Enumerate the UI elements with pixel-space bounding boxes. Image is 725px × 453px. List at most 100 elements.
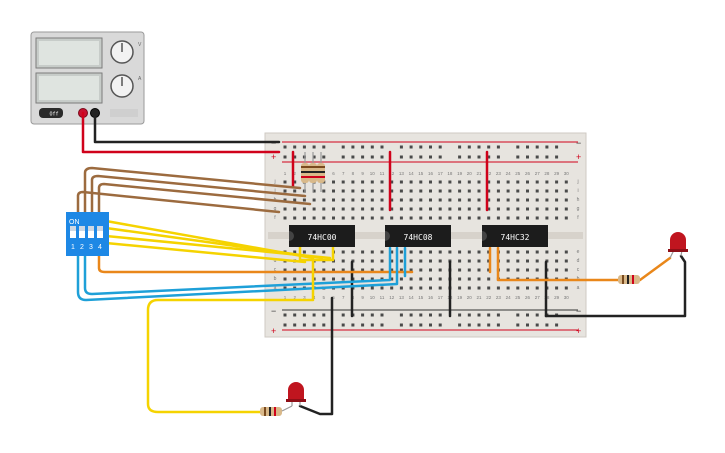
rail-hole[interactable] (496, 145, 500, 149)
hole[interactable] (399, 268, 403, 272)
chip-74hc32[interactable]: 74HC32 (482, 225, 548, 247)
rail-hole[interactable] (535, 155, 539, 159)
hole[interactable] (467, 268, 471, 272)
hole[interactable] (516, 189, 520, 193)
hole[interactable] (526, 207, 529, 211)
hole[interactable] (361, 277, 365, 281)
hole[interactable] (302, 198, 306, 202)
hole[interactable] (564, 268, 568, 272)
rail-hole[interactable] (312, 323, 316, 327)
hole[interactable] (341, 259, 345, 263)
hole[interactable] (419, 180, 423, 184)
wire-orange-1[interactable] (97, 254, 414, 274)
hole[interactable] (487, 277, 491, 281)
hole[interactable] (555, 198, 559, 202)
rail-hole[interactable] (429, 145, 432, 149)
hole[interactable] (370, 180, 374, 184)
hole[interactable] (341, 250, 345, 254)
hole[interactable] (419, 216, 423, 220)
wire-yellow-3[interactable] (104, 234, 332, 260)
rail-hole[interactable] (409, 145, 413, 149)
hole[interactable] (545, 250, 549, 254)
hole[interactable] (399, 259, 403, 263)
rail-hole[interactable] (361, 145, 365, 149)
rail-hole[interactable] (380, 323, 384, 327)
hole[interactable] (526, 198, 529, 202)
rail-hole[interactable] (487, 323, 491, 327)
hole[interactable] (477, 198, 481, 202)
hole[interactable] (506, 250, 510, 254)
hole[interactable] (409, 250, 413, 254)
hole[interactable] (545, 198, 549, 202)
hole[interactable] (390, 189, 394, 193)
hole[interactable] (467, 286, 471, 290)
hole[interactable] (467, 277, 471, 281)
dip-toggle-4[interactable] (97, 226, 103, 238)
hole[interactable] (438, 189, 442, 193)
hole[interactable] (467, 198, 471, 202)
wire-yellow-output[interactable] (146, 256, 315, 414)
hole[interactable] (322, 216, 326, 220)
hole[interactable] (380, 250, 384, 254)
hole[interactable] (496, 286, 500, 290)
rail-hole[interactable] (399, 313, 403, 317)
hole[interactable] (399, 180, 403, 184)
hole[interactable] (312, 250, 316, 254)
hole[interactable] (390, 259, 394, 263)
wire-blue-1[interactable] (83, 246, 392, 296)
hole[interactable] (399, 207, 403, 211)
hole[interactable] (516, 259, 520, 263)
wire-led2-gnd[interactable] (544, 254, 687, 318)
hole[interactable] (341, 216, 345, 220)
hole[interactable] (419, 268, 423, 272)
hole[interactable] (409, 189, 413, 193)
hole[interactable] (526, 250, 529, 254)
hole[interactable] (487, 268, 491, 272)
hole[interactable] (399, 198, 403, 202)
hole[interactable] (361, 198, 365, 202)
hole[interactable] (293, 216, 297, 220)
wire-pullup-1[interactable] (83, 166, 302, 220)
hole[interactable] (341, 180, 345, 184)
hole[interactable] (555, 216, 559, 220)
rail-hole[interactable] (467, 155, 471, 159)
hole[interactable] (293, 189, 297, 193)
hole[interactable] (458, 250, 462, 254)
wires[interactable] (76, 111, 687, 416)
rail-hole[interactable] (351, 323, 355, 327)
hole[interactable] (438, 250, 442, 254)
hole[interactable] (409, 259, 413, 263)
wire-orange-2[interactable] (496, 246, 622, 282)
rail-hole[interactable] (312, 145, 316, 149)
rail-hole[interactable] (458, 323, 462, 327)
hole[interactable] (429, 207, 432, 211)
hole[interactable] (390, 216, 394, 220)
dip-toggle-1[interactable] (70, 226, 76, 238)
rail-hole[interactable] (535, 145, 539, 149)
hole[interactable] (380, 268, 384, 272)
hole[interactable] (526, 180, 529, 184)
rail-hole[interactable] (419, 313, 423, 317)
hole[interactable] (409, 277, 413, 281)
hole[interactable] (399, 277, 403, 281)
hole[interactable] (477, 216, 481, 220)
hole[interactable] (506, 180, 510, 184)
hole[interactable] (322, 268, 326, 272)
hole[interactable] (535, 268, 539, 272)
wire-psu-positive[interactable] (81, 111, 281, 154)
hole[interactable] (516, 198, 520, 202)
rail-hole[interactable] (535, 323, 539, 327)
hole[interactable] (496, 180, 500, 184)
hole[interactable] (370, 250, 374, 254)
hole[interactable] (283, 286, 287, 290)
hole[interactable] (341, 268, 345, 272)
hole[interactable] (332, 189, 335, 193)
hole[interactable] (322, 207, 326, 211)
hole[interactable] (467, 250, 471, 254)
hole[interactable] (506, 216, 510, 220)
rail-hole[interactable] (380, 313, 384, 317)
hole[interactable] (438, 286, 442, 290)
hole[interactable] (526, 268, 529, 272)
hole[interactable] (458, 198, 462, 202)
hole[interactable] (555, 207, 559, 211)
